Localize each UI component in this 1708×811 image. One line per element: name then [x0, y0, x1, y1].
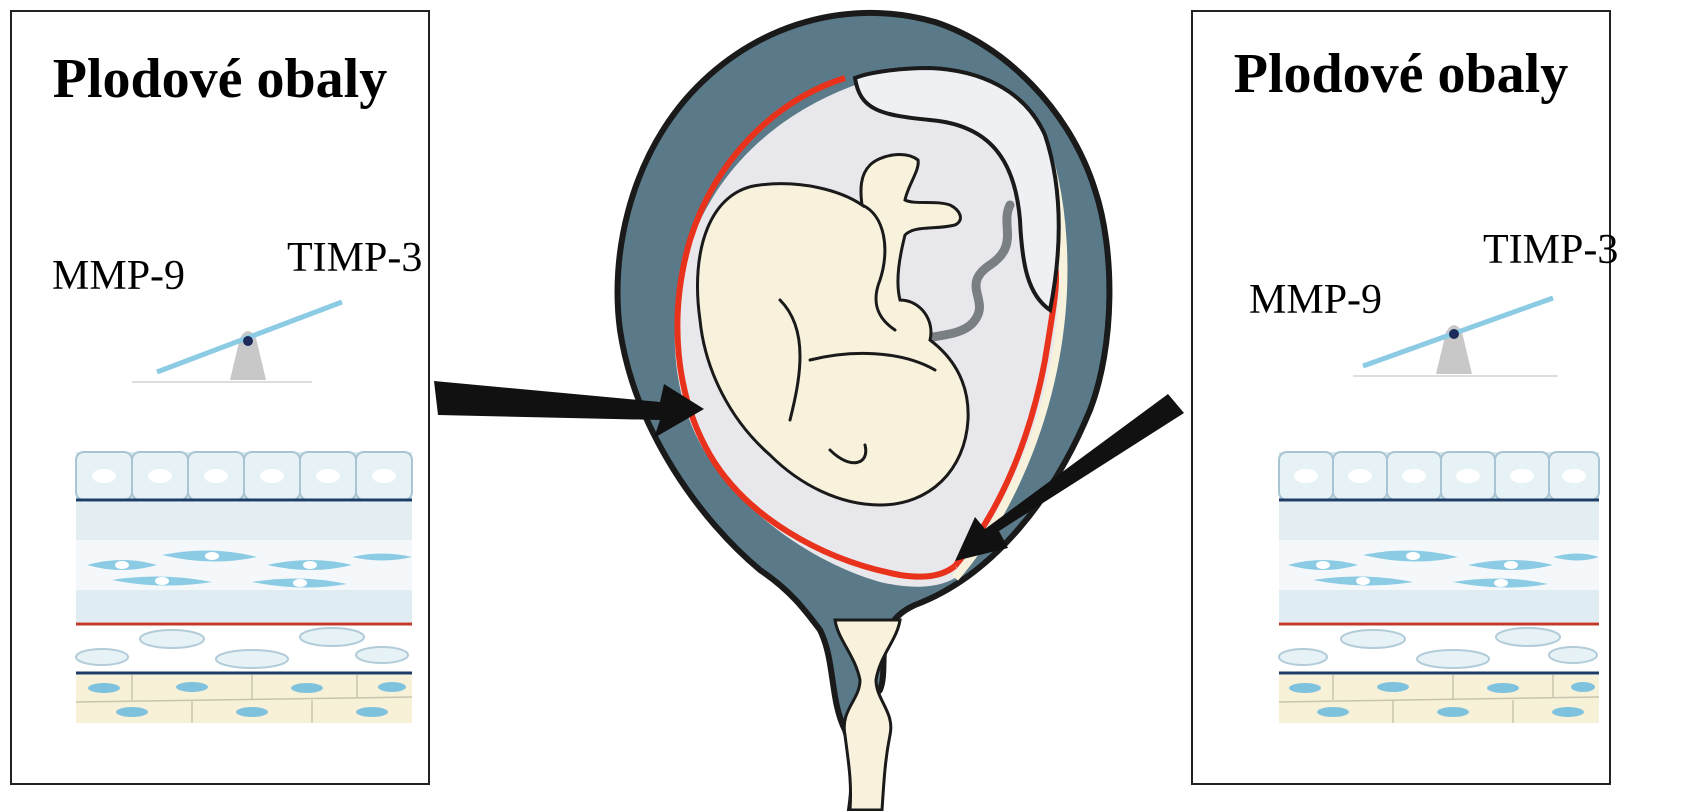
left-panel-graphics [12, 12, 428, 783]
left-arrow-icon [434, 381, 704, 438]
left-tissue-layers-icon [76, 452, 412, 723]
left-panel: Plodové obaly MMP-9 TIMP-3 [10, 10, 430, 785]
right-panel-graphics [1193, 12, 1609, 783]
uterus-illustration [420, 0, 1200, 811]
right-tissue-layers-icon [1279, 452, 1599, 723]
left-seesaw-icon [132, 302, 342, 382]
right-panel: Plodové obaly MMP-9 TIMP-3 [1191, 10, 1611, 785]
right-seesaw-icon [1353, 298, 1558, 376]
